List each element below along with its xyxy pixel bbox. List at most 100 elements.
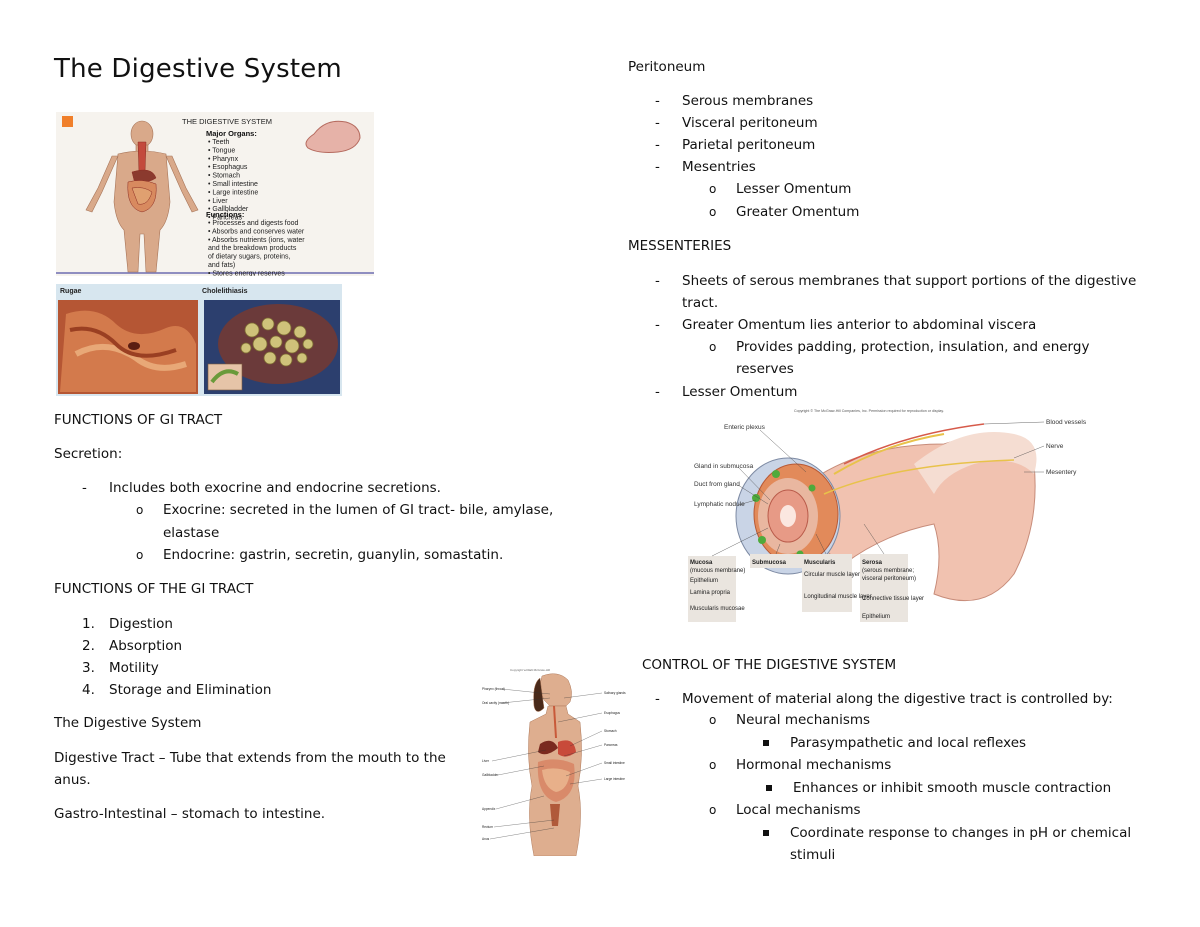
function-list: • Processes and digests food• Absorbs an…: [208, 220, 305, 277]
figure3-label: Anus: [482, 837, 490, 841]
figure-list-item: • Absorbs nutrients (ions, water: [208, 237, 305, 244]
serosa-label: (serous membrane;: [862, 568, 914, 574]
sub-sub-item: Coordinate response to changes in pH or …: [762, 825, 1132, 841]
sub-sub-item: Enhances or inhibit smooth muscle contra…: [765, 780, 1112, 796]
figure-list-item: and the breakdown products: [208, 245, 297, 252]
figure3-label: Stomach: [604, 729, 617, 733]
figure1-header: THE DIGESTIVE SYSTEM: [182, 117, 272, 126]
figure-list-item: and fats): [208, 262, 235, 269]
figure-list-item: • Teeth: [208, 139, 230, 146]
figure4-label: Duct from gland: [694, 481, 740, 488]
exocrine-item-cont: elastase: [163, 525, 220, 541]
gi-wall-layers-figure: Copyright © The McGraw-Hill Companies, I…: [684, 404, 1100, 624]
sub-item: Lesser Omentum: [709, 180, 852, 198]
organ-list: • Teeth• Tongue • Pharynx• Esophagus • Sto…: [208, 139, 258, 222]
figure3-label: Large intestine: [604, 777, 625, 781]
digestive-system-figure: THE DIGESTIVE SYSTEM Major Organs: • Tee…: [56, 112, 374, 277]
section-heading-functions-of-the-gi: FUNCTIONS OF THE GI TRACT: [54, 581, 254, 597]
sub-item: Neural mechanisms: [709, 711, 870, 729]
mucosa-label: (mucous membrane): [690, 568, 745, 574]
svg-text:Copyright \u00a9 McGraw-Hill: Copyright \u00a9 McGraw-Hill: [510, 668, 550, 672]
figure3-label: Pancreas: [604, 743, 618, 747]
list-item: Greater Omentum lies anterior to abdomin…: [655, 316, 1036, 334]
figure4-label: Enteric plexus: [724, 424, 766, 431]
figure-list-item: • Pancreas: [208, 215, 242, 222]
figure4-label: Mesentery: [1046, 469, 1077, 476]
mucosa-label: Muscularis mucosae: [690, 606, 745, 612]
figure4-label: Gland in submucosa: [694, 463, 754, 470]
messenteries-heading: MESSENTERIES: [628, 238, 732, 254]
figure4-copyright: Copyright © The McGraw-Hill Companies, I…: [794, 409, 944, 413]
list-item: 1.Digestion: [82, 616, 173, 632]
serosa-label: Epithelium: [862, 614, 890, 620]
serosa-label: Serosa: [862, 560, 883, 566]
figure3-label: Esophagus: [604, 711, 620, 715]
anatomy-female-figure: Copyright \u00a9 McGraw-Hill Pharynx (th…: [480, 666, 630, 857]
list-item: 4.Storage and Elimination: [82, 682, 272, 698]
sub-item: Provides padding, protection, insulation…: [709, 338, 1089, 356]
cholelithiasis-label: Cholelithiasis: [202, 288, 248, 295]
mucosa-label: Mucosa: [690, 560, 713, 566]
list-item: Parietal peritoneum: [655, 136, 815, 154]
submucosa-label: Submucosa: [752, 560, 787, 566]
list-item: Lesser Omentum: [655, 383, 798, 401]
figure4-label: Nerve: [1046, 443, 1064, 450]
muscularis-label: Circular muscle layer: [804, 572, 860, 578]
control-heading: CONTROL OF THE DIGESTIVE SYSTEM: [642, 657, 897, 673]
page-title: The Digestive System: [54, 54, 342, 84]
figure-list-item: • Liver: [208, 198, 228, 205]
figure3-label: Oral cavity (mouth): [482, 701, 509, 705]
figure3-label: Liver: [482, 759, 490, 763]
list-item: Mesentries: [655, 158, 756, 176]
figure-list-item: • Small intestine: [208, 181, 258, 188]
digestive-tract-def: Digestive Tract – Tube that extends from…: [54, 750, 446, 766]
figure-list-item: • Tongue: [208, 147, 235, 154]
list-item: 2.Absorption: [82, 638, 183, 654]
list-item: Visceral peritoneum: [655, 114, 818, 132]
mucosa-label: Lamina propria: [690, 590, 731, 596]
sub-item: Local mechanisms: [709, 801, 860, 819]
figure1-organs-heading: Major Organs:: [206, 129, 257, 138]
sub-item-cont: reserves: [736, 361, 794, 377]
figure3-label: Rectum: [482, 825, 493, 829]
list-item: Serous membranes: [655, 92, 813, 110]
sub-sub-item: Parasympathetic and local reflexes: [762, 735, 1027, 751]
endocrine-item: Endocrine: gastrin, secretin, guanylin, …: [136, 546, 503, 564]
figure4-label: Blood vessels: [1046, 419, 1087, 426]
figure3-label: Small intestine: [604, 761, 625, 765]
figure3-label: Pharynx (throat): [482, 687, 505, 691]
muscularis-label: Longitudinal muscle layer: [804, 594, 872, 600]
figure-list-item: • Processes and digests food: [208, 220, 298, 227]
sub-sub-item-cont: stimuli: [790, 847, 836, 863]
gastro-intestinal-def: Gastro-Intestinal – stomach to intestine…: [54, 806, 326, 822]
serosa-label: Connective tissue layer: [862, 596, 924, 602]
exocrine-item: Exocrine: secreted in the lumen of GI tr…: [136, 501, 553, 519]
figure4-label: Lymphatic nodule: [694, 501, 745, 508]
figure3-label: Salivary glands: [604, 691, 626, 695]
figure-list-item: • Stores energy reserves: [208, 270, 285, 276]
serosa-label: visceral peritoneum): [862, 576, 916, 582]
sub-item: Greater Omentum: [709, 203, 859, 221]
paragraph-title: The Digestive System: [54, 715, 202, 731]
figure1-functions-heading: Functions:: [206, 210, 244, 219]
figure-list-item: • Esophagus: [208, 164, 248, 171]
secretion-item: Includes both exocrine and endocrine sec…: [82, 479, 441, 497]
list-item: 3.Motility: [82, 660, 159, 676]
rugae-label: Rugae: [60, 288, 82, 295]
list-item: Sheets of serous membranes that support …: [655, 272, 1136, 290]
list-item-cont: tract.: [682, 295, 719, 311]
figure-list-item: • Large intestine: [208, 189, 258, 196]
digestive-tract-def-cont: anus.: [54, 772, 91, 788]
figure-list-item: • Pharynx: [208, 156, 239, 163]
section-heading-functions-gi: FUNCTIONS OF GI TRACT: [54, 412, 223, 428]
figure-list-item: of dietary sugars, proteins,: [208, 254, 291, 261]
figure-list-item: • Stomach: [208, 173, 240, 180]
figure3-label: Gallbladder: [482, 773, 499, 777]
secretion-label: Secretion:: [54, 446, 123, 462]
stomach-illustration: [305, 120, 361, 153]
figure3-label: Appendix: [482, 807, 496, 811]
sub-item: Hormonal mechanisms: [709, 756, 891, 774]
mucosa-label: Epithelium: [690, 578, 718, 584]
list-item: Movement of material along the digestive…: [655, 690, 1113, 708]
